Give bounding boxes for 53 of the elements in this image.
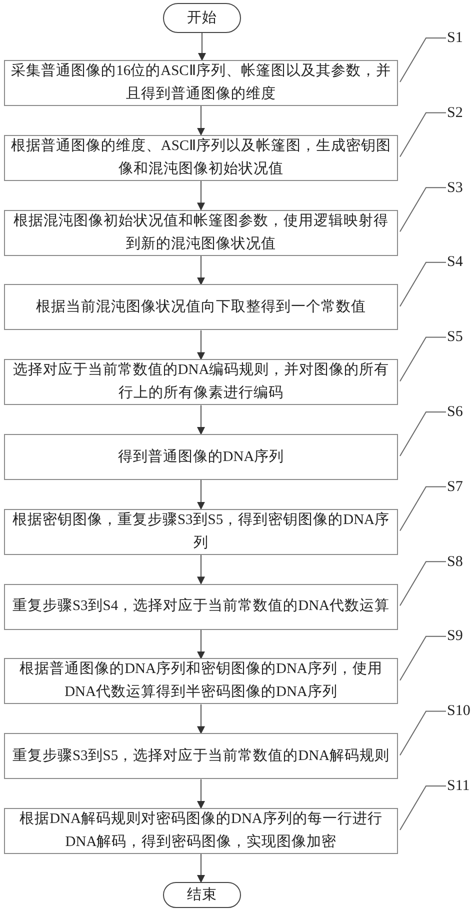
step-number: S9 (447, 627, 473, 646)
leader-line (400, 38, 446, 82)
arrow (197, 404, 205, 435)
arrow (197, 106, 205, 136)
leader-line (400, 412, 446, 456)
step-text: 根据密钥图像，重复步骤S3到S5，得到密钥图像的DNA序列 (11, 510, 391, 553)
terminal-text: 结束 (187, 886, 217, 904)
leader-line (400, 486, 446, 532)
leader-line (400, 336, 446, 382)
step-text: 根据普通图像的维度、ASCⅡ序列以及帐篷图，生成密钥图像和混沌图像初始状况值 (10, 136, 392, 179)
process-box (4, 284, 398, 330)
terminal-text: 开始 (187, 8, 217, 28)
end-terminal (163, 882, 241, 908)
step-text: 根据当前混沌图像状况值向下取整得到一个常数值 (36, 298, 366, 317)
leader-line (400, 710, 446, 756)
arrow (197, 255, 205, 286)
leader-line (400, 786, 446, 830)
step-number: S3 (447, 178, 473, 197)
leader-line (400, 262, 446, 307)
arrow (197, 180, 205, 211)
step-number: S5 (447, 328, 473, 346)
leader-line (400, 112, 446, 158)
arrow (197, 554, 205, 585)
leader-line (400, 187, 446, 232)
arrow (198, 32, 206, 61)
step-text: 根据DNA解码规则对密码图像的DNA序列的每一行进行DNA解码，得到密码图像，实现图像加密 (18, 810, 384, 852)
step-number: S2 (447, 104, 473, 122)
step-number: S1 (447, 29, 473, 47)
step-number: S6 (447, 403, 473, 421)
step-number: S4 (447, 253, 473, 272)
step-text: 根据混沌图像初始状况值和帐篷图参数，使用逻辑映射得到新的混沌图像状况值 (12, 212, 390, 254)
leader-line (400, 561, 446, 606)
step-text: 重复步骤S3到S5，选择对应于当前常数值的DNA解码规则 (12, 746, 390, 766)
arrow (197, 330, 205, 360)
process-box (4, 434, 398, 480)
step-number: S7 (447, 478, 473, 496)
arrow (197, 778, 205, 809)
step-text: 采集普通图像的16位的ASCⅡ序列、帐篷图以及其参数，并且得到普通图像的维度 (10, 62, 392, 104)
step-number: S11 (447, 777, 473, 795)
step-text: 得到普通图像的DNA序列 (118, 448, 284, 466)
arrow (197, 629, 205, 660)
leader-line (400, 636, 446, 681)
arrow (197, 854, 205, 883)
process-box (4, 584, 398, 630)
step-text: 选择对应于当前常数值的DNA编码规则，并对图像的所有行上的所有像素进行编码 (12, 360, 390, 404)
arrow (197, 480, 205, 510)
start-terminal (163, 3, 241, 33)
step-number: S8 (447, 552, 473, 571)
step-text: 重复步骤S3到S4，选择对应于当前常数值的DNA代数运算 (12, 596, 390, 616)
step-text: 根据普通图像的DNA序列和密钥图像的DNA序列，使用DNA代数运算得到半密码图像的DNA序列 (18, 660, 384, 702)
process-box (4, 733, 398, 780)
step-number: S10 (447, 702, 473, 720)
arrow (197, 704, 205, 734)
